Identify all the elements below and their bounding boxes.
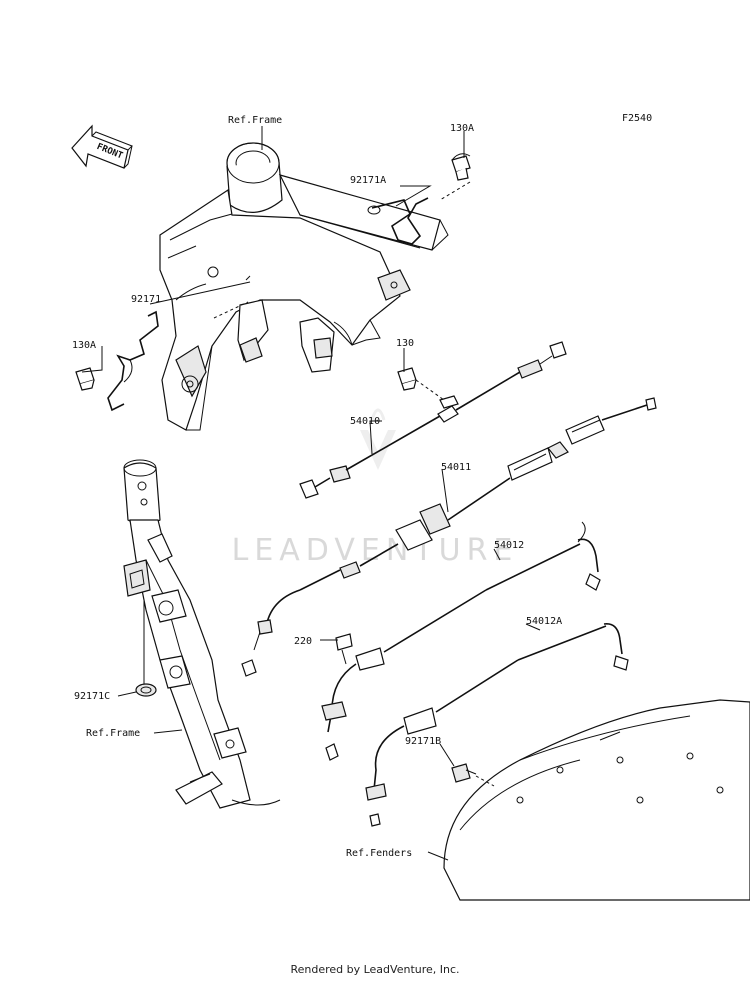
label-ref-fenders[interactable]: Ref.Fenders bbox=[346, 848, 412, 859]
cable-54011 bbox=[241, 397, 657, 677]
bolt-130A-left bbox=[75, 367, 95, 391]
leader-lines bbox=[81, 126, 541, 861]
watermark-logo bbox=[360, 408, 396, 470]
clamp-92171C bbox=[135, 600, 157, 697]
cable-54012 bbox=[321, 521, 601, 761]
label-92171A[interactable]: 92171A bbox=[350, 175, 386, 186]
label-54012A[interactable]: 54012A bbox=[526, 616, 562, 627]
label-92171[interactable]: 92171 bbox=[131, 294, 161, 305]
upper-frame-drawing bbox=[159, 142, 449, 431]
fender-drawing bbox=[443, 699, 750, 901]
bracket-92171 bbox=[107, 310, 159, 412]
label-ref-frame-bottom[interactable]: Ref.Frame bbox=[86, 728, 140, 739]
front-arrow-icon: FRONT bbox=[71, 124, 133, 169]
cable-54012A bbox=[365, 623, 629, 827]
watermark-text: LEADVENTURE bbox=[232, 533, 519, 568]
label-220[interactable]: 220 bbox=[294, 636, 312, 647]
footer-credit: Rendered by LeadVenture, Inc. bbox=[290, 963, 460, 976]
cable-54010 bbox=[299, 341, 567, 499]
bolt-130 bbox=[397, 367, 417, 391]
figure-code: F2540 bbox=[622, 113, 652, 124]
label-54011[interactable]: 54011 bbox=[441, 462, 471, 473]
label-ref-frame-top[interactable]: Ref.Frame bbox=[228, 115, 282, 126]
bolt-220 bbox=[335, 633, 353, 665]
label-92171C[interactable]: 92171C bbox=[74, 691, 110, 702]
lower-frame-drawing bbox=[123, 459, 281, 809]
label-92171B[interactable]: 92171B bbox=[405, 736, 441, 747]
bolt-130A-top bbox=[451, 153, 471, 181]
label-54010[interactable]: 54010 bbox=[350, 416, 380, 427]
label-130A-left[interactable]: 130A bbox=[72, 340, 96, 351]
label-130A-top[interactable]: 130A bbox=[450, 123, 474, 134]
label-130[interactable]: 130 bbox=[396, 338, 414, 349]
label-54012[interactable]: 54012 bbox=[494, 540, 524, 551]
bracket-92171A bbox=[367, 197, 429, 245]
